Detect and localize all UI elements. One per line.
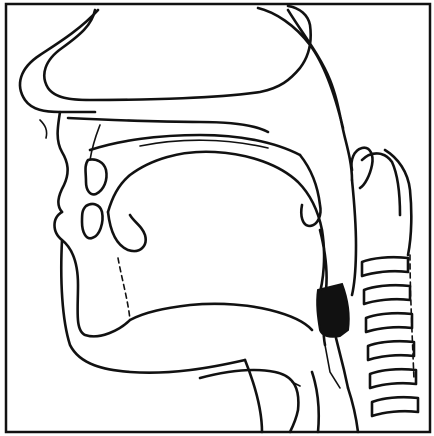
cheek-mark	[40, 120, 47, 138]
vertebra-4	[368, 341, 414, 360]
pharynx-rear	[352, 180, 356, 295]
tongue-tip	[108, 212, 146, 251]
upper-incisor-root	[90, 125, 100, 160]
palate-inner-line	[140, 140, 268, 148]
upper-lip	[58, 112, 68, 212]
vertebra-6	[372, 397, 418, 416]
neck-front	[200, 370, 298, 432]
upper-teeth	[86, 159, 107, 194]
vertebrae	[362, 257, 418, 416]
spine-front-edge	[362, 153, 400, 215]
vertebra-5	[370, 369, 416, 388]
lower-teeth	[82, 204, 103, 238]
trachea-back	[312, 372, 319, 432]
jaw-line	[130, 304, 312, 330]
nasal-cavity-outline	[44, 6, 310, 100]
glottis-line	[325, 345, 340, 388]
spine-back-edge	[385, 150, 411, 255]
mandible-dashed-line	[118, 258, 130, 320]
border	[6, 4, 430, 432]
vocal-fold-line	[336, 338, 348, 388]
vertebra-1	[362, 257, 408, 276]
vertebra-3	[366, 313, 412, 332]
chin-outline	[61, 240, 245, 373]
trachea-front	[348, 388, 358, 432]
vertebra-2	[364, 285, 410, 304]
lower-lip	[55, 212, 131, 336]
larynx-filled-region	[317, 284, 349, 337]
